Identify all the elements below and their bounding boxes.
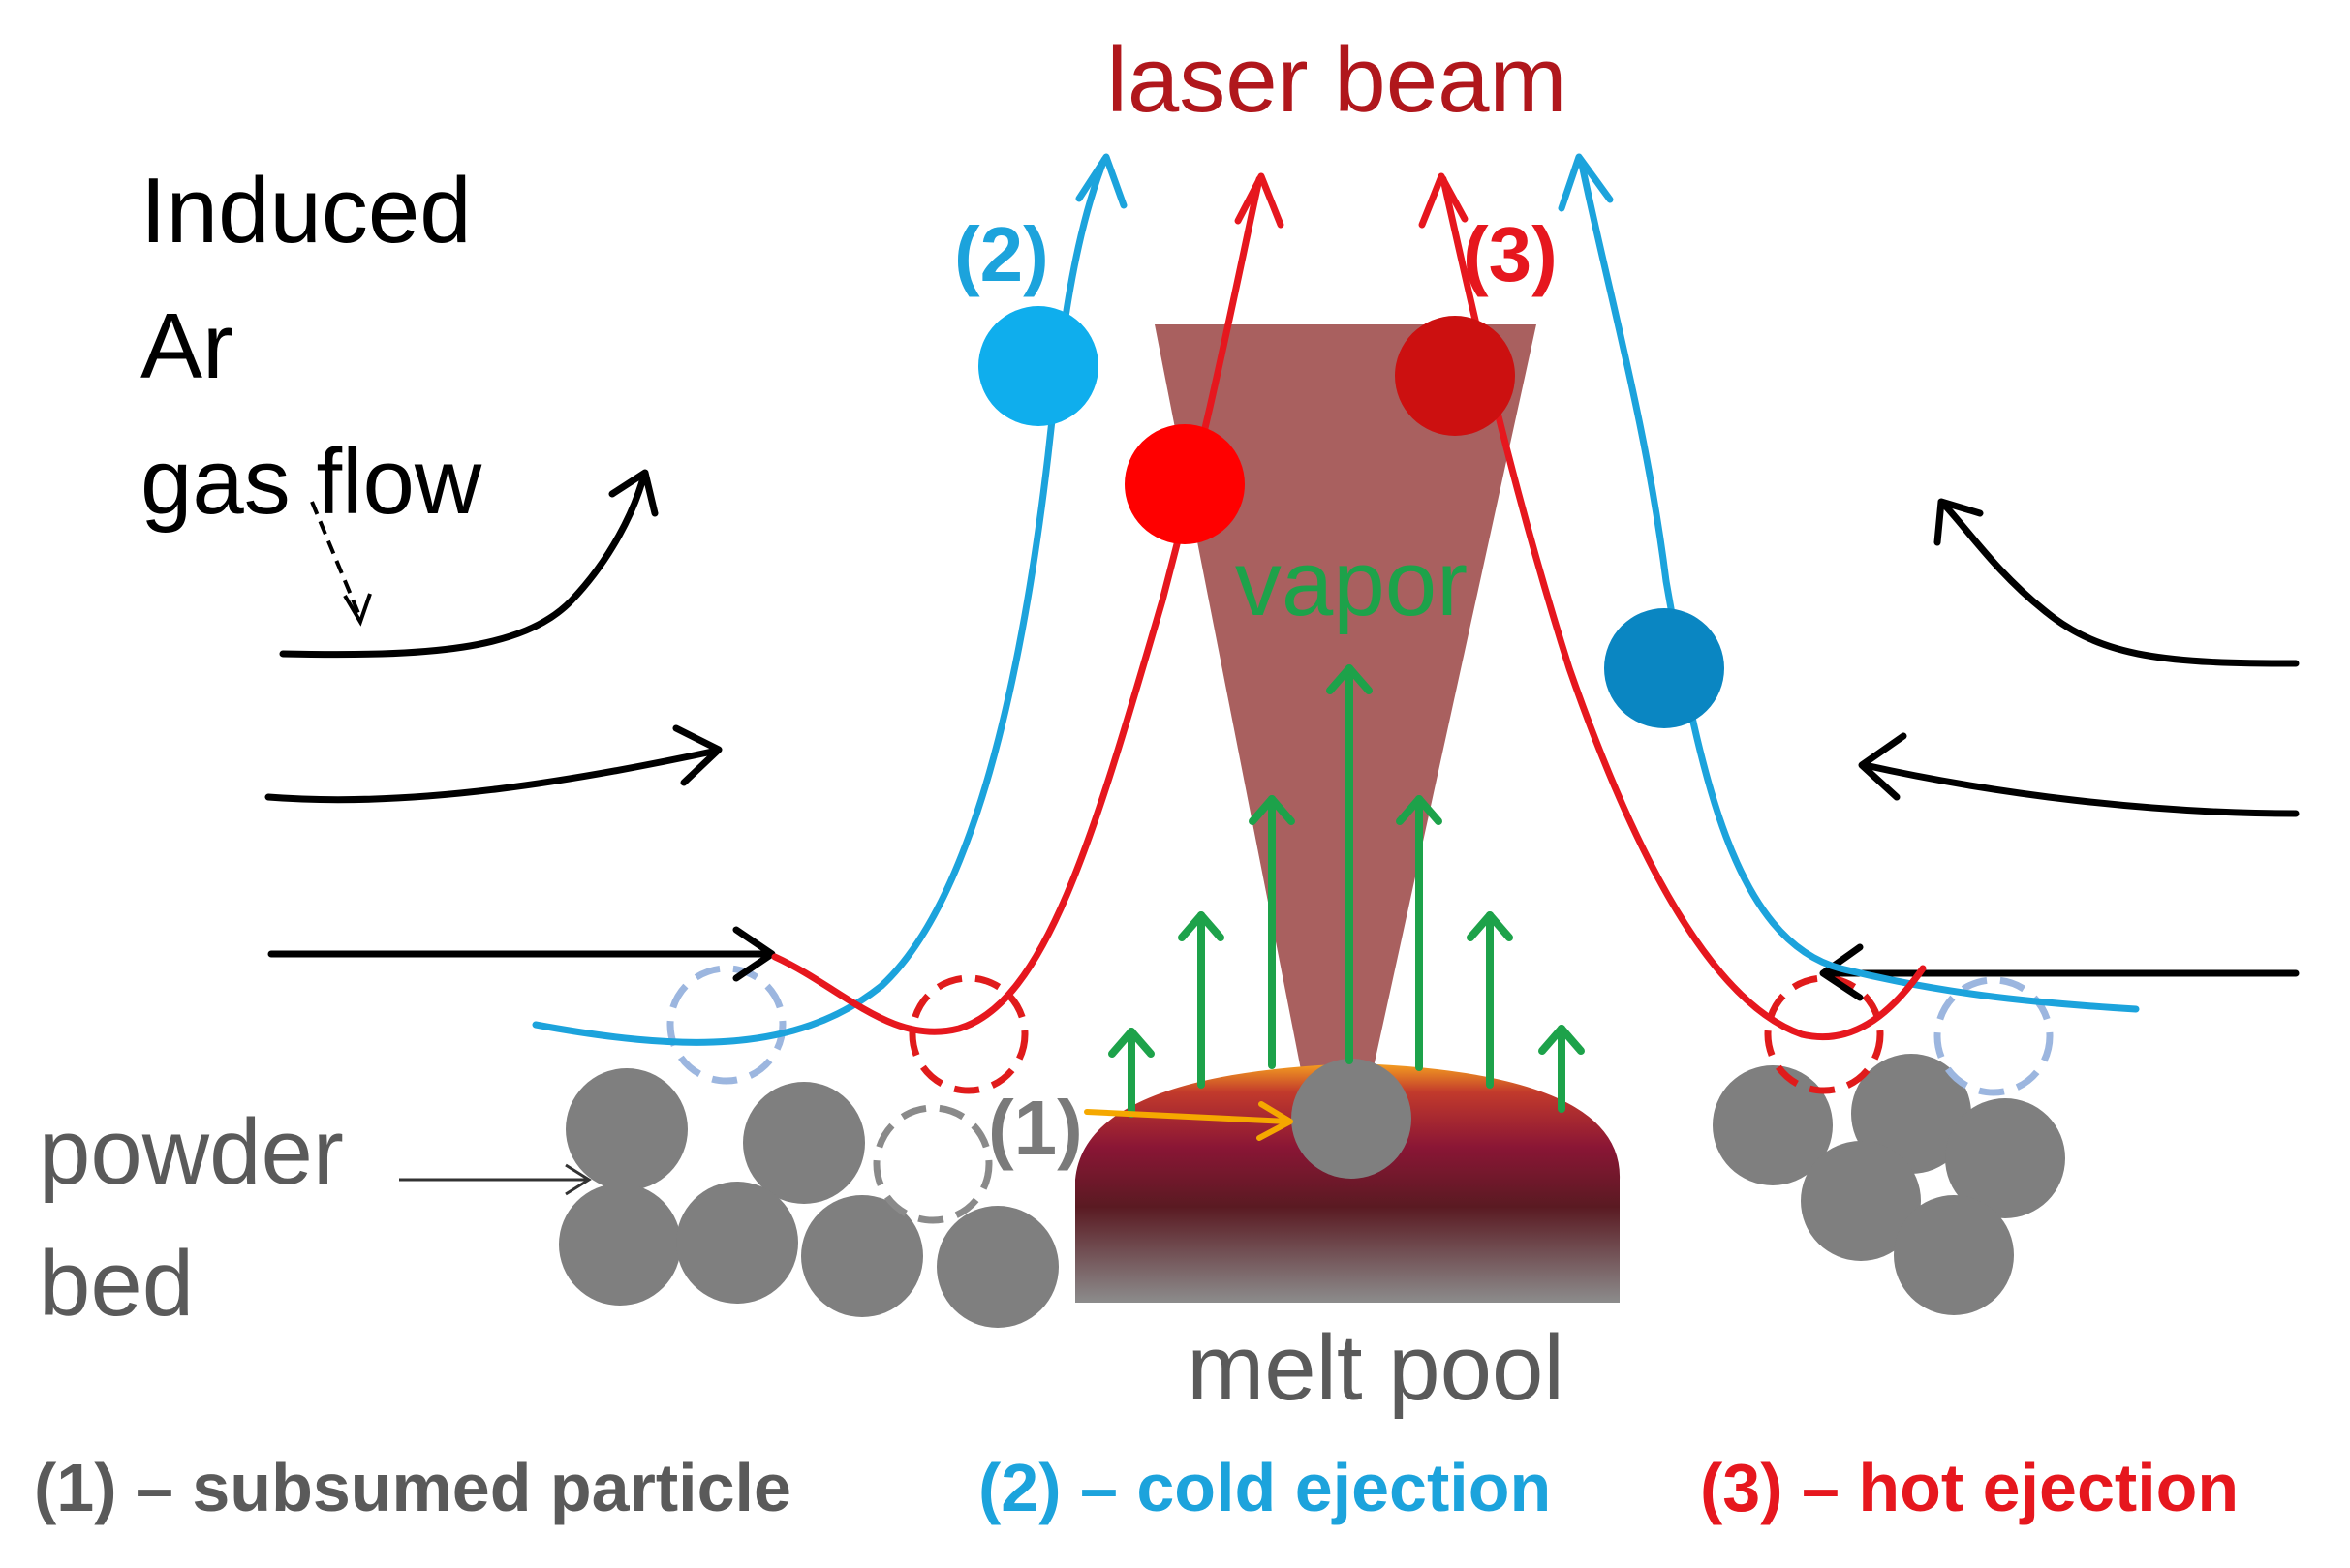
legend-subsumed: (1) – subsumed particle [34,1450,791,1525]
cold-particle-lower [1604,608,1724,728]
powder-bed-left [559,1068,1059,1328]
laser-beam-label: laser beam [1107,28,1567,132]
vacancy-dashed-blue-left [666,965,787,1085]
vapor-arrows [1108,664,1585,1118]
vacancy-dashed-red-left [909,974,1029,1094]
powder-label-line2: bed [39,1232,194,1336]
powder-bed-right [1713,1054,2065,1315]
vacancy-dashed-blue-right [1933,976,2054,1096]
marker-1-label: (1) [988,1085,1083,1171]
melt-pool [1075,1063,1621,1303]
gas-flow-label-line1: Induced [140,159,472,262]
marker-2-label: (2) [954,211,1049,297]
subsume-arrow [1084,1101,1293,1141]
gas-flow-label-line3: gas flow [140,430,482,534]
melt-pool-label: melt pool [1187,1316,1564,1420]
marker-3-label: (3) [1463,211,1558,297]
gas-flow-left [264,469,776,982]
hot-particle-upper [1395,316,1515,436]
cold-particle-upper [978,306,1098,426]
powder-label-line1: powder [39,1100,344,1204]
gas-flow-right [1819,498,2300,1001]
vacancy-dashed-red-right [1764,974,1884,1094]
subsumed-particle [1291,1059,1411,1179]
legend-cold-ejection: (2) – cold ejection [978,1450,1551,1525]
legend-hot-ejection: (3) – hot ejection [1700,1450,2239,1525]
hot-particle-left [1125,424,1245,544]
vapor-label: vapor [1235,532,1468,635]
cold-ejection-trajectories [532,153,2140,1046]
vacancy-dashed-gray [873,1104,993,1224]
gas-flow-label-line2: Ar [140,294,233,398]
